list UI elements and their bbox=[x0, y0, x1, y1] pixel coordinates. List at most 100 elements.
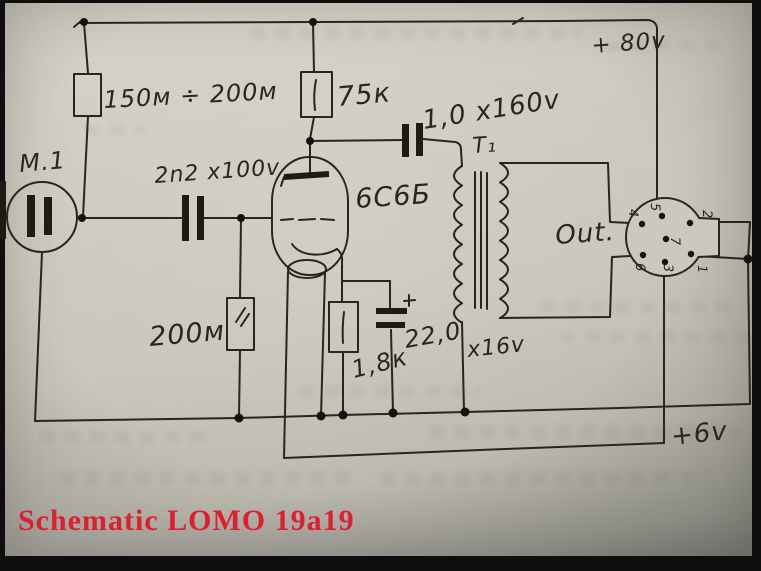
connector-pin bbox=[638, 220, 646, 228]
wire-mic-ground bbox=[34, 251, 43, 422]
junction-dots bbox=[78, 18, 753, 423]
mic-membrane-bar bbox=[0, 181, 6, 239]
bleed-through-text bbox=[540, 301, 740, 313]
wire-r1-bottom bbox=[82, 115, 89, 218]
connector-keyway bbox=[697, 217, 720, 258]
wire-top-bus-tick bbox=[512, 17, 524, 25]
tube-anode-hook bbox=[280, 176, 285, 187]
wire-c3-bottom bbox=[390, 329, 394, 414]
label-c-input: 2n2 x100v bbox=[154, 155, 281, 189]
wire-top-bus-tick bbox=[73, 20, 82, 28]
label-tube-type: 6С6Б bbox=[354, 179, 432, 215]
resistor-body bbox=[226, 297, 255, 351]
capacitor-cathode-electrolytic bbox=[376, 294, 416, 328]
connector-pins bbox=[638, 212, 695, 266]
mic-plate-bar bbox=[27, 195, 35, 237]
bleed-through-text bbox=[605, 41, 725, 51]
label-r-plate: 75к bbox=[336, 77, 392, 113]
label-mic-ref: M.1 bbox=[18, 146, 67, 178]
wire-cap-to-primary bbox=[422, 138, 463, 167]
resistor-polarization bbox=[73, 73, 102, 117]
bleed-through-text bbox=[430, 425, 740, 439]
tube-grid-dash bbox=[320, 218, 335, 221]
resistor-body bbox=[73, 73, 102, 117]
bleed-through-text bbox=[380, 471, 710, 485]
bleed-through-text bbox=[60, 471, 360, 485]
resistor-body bbox=[300, 71, 333, 118]
wire-heater-rail bbox=[283, 265, 665, 459]
cap-plate bbox=[197, 196, 204, 240]
label-c-cathode-rating: x16v bbox=[465, 332, 526, 363]
tube-envelope bbox=[271, 156, 349, 276]
wire-primary-ground bbox=[461, 321, 465, 413]
label-heater-supply: +6v bbox=[670, 416, 730, 452]
mic-plate-bar bbox=[44, 197, 52, 235]
wire-top-bus bbox=[79, 19, 658, 199]
connector-pin bbox=[658, 212, 666, 220]
wire-secondary-bottom bbox=[499, 255, 631, 319]
bleed-through-text bbox=[300, 385, 480, 397]
capacitor-input bbox=[182, 195, 204, 241]
cap-plate bbox=[416, 123, 423, 156]
capacitor-output bbox=[402, 123, 423, 157]
bleed-through-text bbox=[250, 28, 580, 40]
transformer-symbol bbox=[453, 162, 509, 324]
label-c-cathode-value: 22,0 bbox=[402, 316, 463, 354]
connector-pin bbox=[639, 251, 647, 259]
pin-label-2: 2 bbox=[699, 210, 714, 219]
wire-r1-top bbox=[83, 22, 89, 74]
transformer-primary bbox=[453, 165, 463, 324]
connector-pin bbox=[687, 250, 695, 258]
tube-grid-dash bbox=[280, 218, 294, 221]
cap-plate bbox=[376, 322, 405, 328]
label-c-output: 1,0 x160v bbox=[420, 85, 562, 136]
label-output: Out. bbox=[554, 217, 615, 251]
wire-anode-node bbox=[309, 139, 403, 142]
resistor-body bbox=[328, 301, 359, 353]
pin-label-4: 4 bbox=[625, 209, 640, 218]
wire-r2-bottom bbox=[309, 116, 315, 140]
connector-pin bbox=[661, 258, 669, 266]
mic-circle bbox=[6, 181, 78, 253]
pin-label-3: 3 bbox=[660, 264, 675, 273]
resistor-power-mark bbox=[235, 307, 250, 327]
cap-plate bbox=[376, 308, 407, 314]
resistor-cathode bbox=[328, 301, 359, 353]
wire-heater-left bbox=[283, 271, 289, 459]
resistor-plate bbox=[300, 71, 333, 118]
pin-label-6: 6 bbox=[632, 263, 647, 272]
resistor-grid-leak bbox=[226, 297, 255, 351]
tube-anode bbox=[283, 171, 330, 180]
connector-pin bbox=[662, 235, 670, 243]
connector-pin bbox=[686, 219, 694, 227]
tube-symbol bbox=[271, 156, 349, 279]
bleed-through-text bbox=[40, 431, 205, 443]
resistor-power-mark bbox=[313, 79, 317, 111]
pin-label-5: 5 bbox=[647, 203, 662, 212]
transformer-core bbox=[474, 171, 488, 310]
label-r-grid: 200м bbox=[148, 315, 226, 352]
caption-text: Schematic LOMO 19a19 bbox=[18, 504, 355, 537]
output-connector: 4 5 2 7 6 3 1 bbox=[625, 197, 720, 277]
wire-r3-top bbox=[239, 217, 242, 299]
cap-plate bbox=[402, 124, 409, 157]
pin-label-7: 7 bbox=[667, 237, 682, 247]
wire-r2-top bbox=[312, 21, 315, 73]
tube-grid-dash bbox=[298, 218, 316, 221]
tube-base bbox=[287, 259, 327, 279]
bleed-through-text bbox=[85, 125, 145, 135]
polarity-plus bbox=[403, 294, 416, 307]
pin-label-1: 1 bbox=[694, 265, 709, 274]
wire-pin2-out bbox=[717, 221, 751, 261]
wire-secondary-top bbox=[499, 162, 631, 224]
microphone-symbol bbox=[0, 181, 78, 253]
label-r-polarization: 150м ÷ 200м bbox=[103, 77, 278, 114]
labels: M.1 150м ÷ 200м 2n2 x100v 75к 6С6Б 1,0 x… bbox=[18, 28, 729, 452]
bleed-through-text bbox=[560, 331, 750, 343]
tube-cathode bbox=[291, 243, 338, 256]
label-transformer-ref: T₁ bbox=[472, 132, 498, 159]
wire-tube-base-right bbox=[320, 272, 326, 417]
resistor-power-mark bbox=[341, 311, 345, 344]
